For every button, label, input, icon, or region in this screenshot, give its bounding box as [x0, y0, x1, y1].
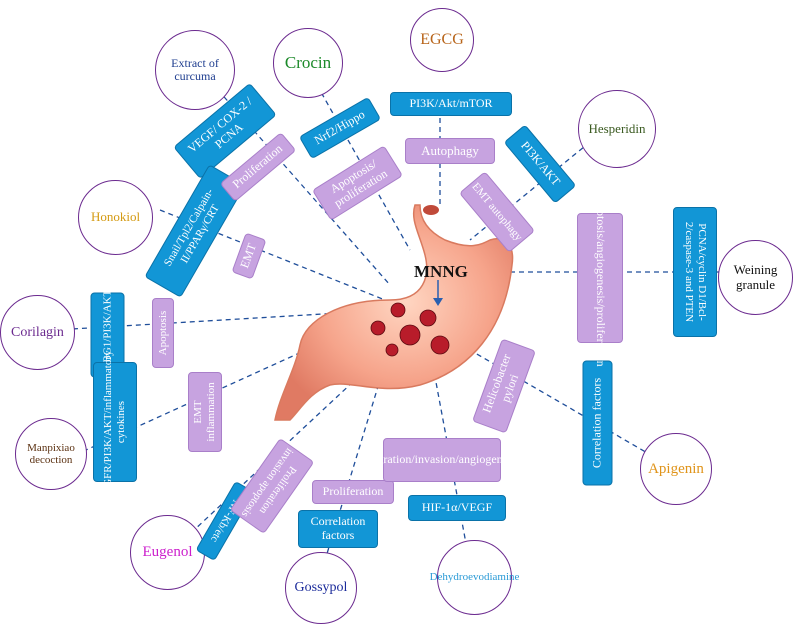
- center-label-mnng: MNNG: [414, 262, 468, 281]
- compound-apigenin: Apigenin: [640, 433, 712, 505]
- pathway-dehydro: HIF-1α/VEGF: [408, 495, 506, 521]
- effect-corilagin: Apoptosis: [152, 298, 174, 368]
- compound-corilagin: Corilagin: [0, 295, 75, 370]
- compound-dehydro: Dehydroevodiamine: [430, 540, 519, 615]
- compound-crocin: Crocin: [273, 28, 343, 98]
- pathway-apigenin: Correlation factors: [582, 360, 613, 486]
- compound-hesperidin: Hesperidin: [578, 90, 656, 168]
- effect-manpixiao: EMT inflammation: [188, 372, 222, 452]
- compound-manpixiao: Manpixiao decoction: [15, 418, 87, 490]
- compound-curcuma: Extract of curcuma: [155, 30, 235, 110]
- pathway-gossypol: Correlation factors: [298, 510, 378, 548]
- connector-gossypol: [321, 379, 381, 571]
- compound-gossypol: Gossypol: [285, 552, 357, 624]
- compound-honokiol: Honokiol: [78, 180, 153, 255]
- effect-egcg: Autophagy: [405, 138, 495, 164]
- compound-egcg: EGCG: [410, 8, 474, 72]
- connector-curcuma: [217, 89, 391, 286]
- effect-weining: Apoptosis/angiogenesis/proliferation: [577, 189, 623, 367]
- compound-weining: Weining granule: [718, 240, 793, 315]
- effect-dehydro: Migration/invasion/angiogenesis: [363, 438, 521, 482]
- pathway-manpixiao: EGFR/PI3K/AKT/inflammatory cytokines: [93, 351, 137, 494]
- compound-eugenol: Eugenol: [130, 515, 205, 590]
- pathway-egcg: PI3K/Akt/mTOR: [390, 92, 512, 116]
- effect-gossypol: Proliferation: [312, 480, 394, 504]
- pathway-weining: PCNA/cyclin D1/Bcl-2/caspase-3 and PTEN: [673, 207, 717, 337]
